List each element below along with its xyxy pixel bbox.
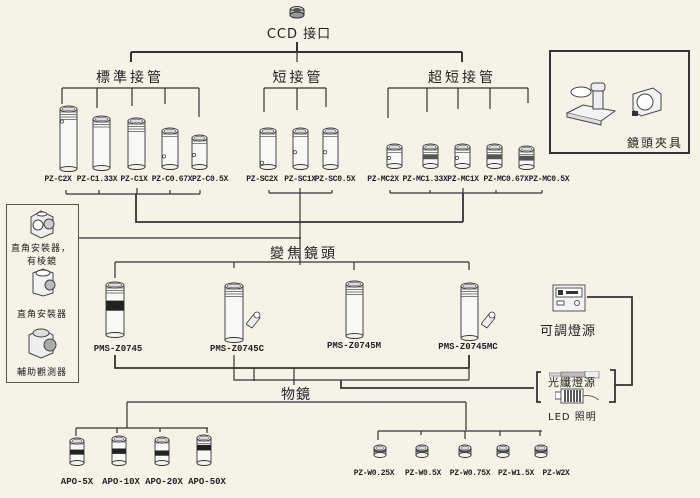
product-label: PZ-SC0.5X bbox=[314, 175, 356, 184]
objective-pz-w0.75x-icon bbox=[458, 444, 472, 458]
accessory-label: 直角安裝器， bbox=[11, 244, 72, 254]
product-label: PZ-MC0.67X bbox=[483, 175, 529, 184]
right-angle-mount-icon bbox=[29, 267, 59, 301]
product-label: PMS-Z0745M bbox=[326, 341, 382, 351]
objective-pz-w0.5x-icon bbox=[415, 444, 429, 458]
product-label: PZ-W1.5X bbox=[497, 469, 535, 478]
lens-holder-box: 鏡頭夾具 bbox=[549, 50, 690, 154]
product-label: PZ-C0.67X bbox=[151, 175, 193, 184]
product-label: APO-50X bbox=[188, 477, 226, 487]
product-label: PZ-C0.5X bbox=[191, 175, 229, 184]
product-label: APO-10X bbox=[102, 477, 140, 487]
product-label: PZ-SC2X bbox=[246, 175, 278, 184]
product-label: PZ-C2X bbox=[44, 175, 72, 184]
standard-adapter-heading: 標準接管 bbox=[96, 70, 164, 86]
product-label: PZ-SC1X bbox=[284, 175, 316, 184]
objective-apo-20x-icon bbox=[154, 436, 170, 466]
product-label: PZ-C1X bbox=[120, 175, 148, 184]
lens-clamp-icon bbox=[629, 84, 664, 123]
tube-pz-mc0.5x-icon bbox=[518, 145, 534, 170]
camera-port-icon bbox=[246, 311, 261, 329]
tube-pz-sc1x-icon bbox=[292, 127, 308, 170]
tube-pz-c2x-icon bbox=[59, 105, 77, 172]
accessories-box: 直角安裝器， 有棱鏡 直角安裝器 輔助觀測器 bbox=[6, 204, 79, 383]
lens-holder-label: 鏡頭夾具 bbox=[627, 136, 684, 150]
accessory-label: 輔助觀測器 bbox=[17, 368, 68, 378]
product-label: APO-20X bbox=[145, 477, 183, 487]
product-label: PZ-W0.75X bbox=[449, 469, 491, 478]
led-light-icon bbox=[554, 388, 601, 408]
right-angle-prism-mount-icon bbox=[27, 209, 57, 243]
led-light-label: LED 照明 bbox=[548, 412, 597, 423]
zoom-lens-pms-z0745-icon bbox=[105, 281, 125, 338]
ultra-short-adapter-heading: 超短接管 bbox=[428, 70, 496, 86]
tube-pz-mc0.67x-icon bbox=[486, 143, 502, 169]
zoom-lens-pms-z0745c-icon bbox=[224, 282, 244, 343]
adjustable-light-label: 可調燈源 bbox=[540, 324, 597, 339]
accessory-label: 直角安裝器 bbox=[17, 310, 68, 320]
objective-apo-50x-icon bbox=[196, 434, 212, 466]
ccd-adapter-icon bbox=[288, 4, 306, 23]
product-label: PZ-C1.33X bbox=[76, 175, 118, 184]
product-label: PZ-MC0.5X bbox=[528, 175, 570, 184]
objective-apo-10x-icon bbox=[111, 435, 127, 466]
product-label: PZ-W0.5X bbox=[404, 469, 442, 478]
product-label: APO-5X bbox=[60, 477, 94, 487]
lens-stand-icon bbox=[563, 77, 618, 131]
product-label: PMS-Z0745MC bbox=[438, 342, 498, 352]
tube-pz-c1.33x-icon bbox=[92, 115, 110, 171]
zoom-lens-pms-z0745mc-icon bbox=[460, 282, 478, 341]
objective-pz-w1.5x-icon bbox=[496, 444, 510, 458]
product-label: PZ-MC2X bbox=[367, 175, 399, 184]
product-label: PZ-W0.25X bbox=[353, 469, 395, 478]
tube-pz-mc1x-icon bbox=[454, 143, 470, 169]
objective-pz-w2x-icon bbox=[534, 444, 548, 458]
product-label: PZ-W2X bbox=[542, 469, 570, 478]
tube-pz-c0.67x-icon bbox=[161, 127, 179, 170]
objective-pz-w0.25x-icon bbox=[373, 444, 387, 458]
accessory-label: 有棱鏡 bbox=[27, 257, 58, 267]
product-label: PZ-MC1.33X bbox=[402, 175, 448, 184]
product-label: PMS-Z0745C bbox=[209, 344, 265, 354]
product-label: PZ-MC1X bbox=[447, 175, 479, 184]
tube-pz-mc2x-icon bbox=[386, 143, 402, 169]
adjustable-light-source-icon bbox=[552, 284, 586, 316]
tube-pz-sc0.5x-icon bbox=[322, 127, 338, 170]
zoom-lens-heading: 變焦鏡頭 bbox=[270, 246, 338, 262]
short-adapter-heading: 短接管 bbox=[272, 70, 324, 86]
product-label: PMS-Z0745 bbox=[93, 344, 143, 354]
objective-apo-5x-icon bbox=[69, 437, 85, 466]
camera-port-icon bbox=[481, 311, 496, 329]
tube-pz-c0.5x-icon bbox=[191, 134, 207, 170]
objective-heading: 物鏡 bbox=[281, 387, 311, 403]
zoom-lens-pms-z0745m-icon bbox=[345, 280, 363, 339]
ccd-interface-label: CCD 接口 bbox=[266, 27, 332, 42]
auxiliary-viewer-icon bbox=[25, 325, 59, 363]
tube-pz-sc2x-icon bbox=[259, 127, 277, 170]
tube-pz-c1x-icon bbox=[127, 117, 145, 170]
tube-pz-mc1.33x-icon bbox=[422, 143, 438, 169]
fiber-optic-cable-icon bbox=[548, 364, 601, 383]
fiber-light-label: 光纖燈源 bbox=[548, 376, 596, 389]
